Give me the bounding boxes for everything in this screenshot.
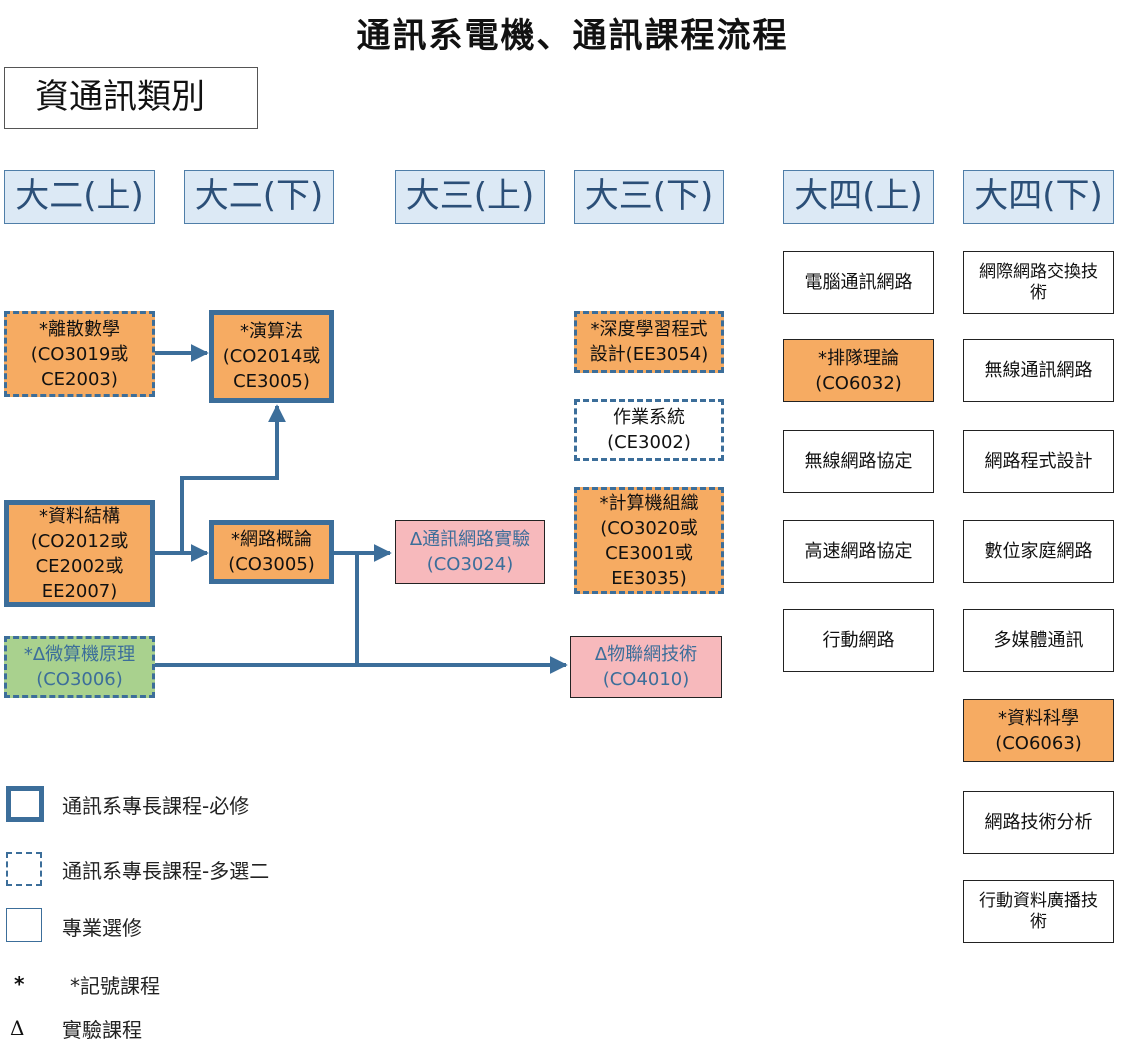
legend-choose-two-label: 通訊系專長課程-多選二 — [62, 859, 270, 883]
category-label: 資通訊類別 — [4, 67, 258, 129]
course-senior-spring-7: 網路技術分析 — [963, 791, 1114, 854]
course-operating-systems: 作業系統 (CE3002) — [574, 399, 724, 461]
course-senior-fall-2: *排隊理論 (CO6032) — [783, 339, 934, 402]
course-senior-fall-4: 高速網路協定 — [783, 520, 934, 583]
course-senior-spring-5: 多媒體通訊 — [963, 609, 1114, 672]
legend-delta-symbol: Δ — [10, 1016, 25, 1040]
course-microcomputer: *Δ微算機原理 (CO3006) — [4, 636, 155, 698]
course-network-lab: Δ通訊網路實驗 (CO3024) — [395, 520, 545, 584]
semester-header-junior-spring: 大三(下) — [574, 170, 724, 224]
course-senior-spring-8: 行動資料廣播技 術 — [963, 880, 1114, 943]
semester-header-senior-spring: 大四(下) — [963, 170, 1114, 224]
course-network-intro: *網路概論 (CO3005) — [209, 520, 334, 584]
course-senior-spring-1: 網際網路交換技 術 — [963, 251, 1114, 314]
course-senior-fall-5: 行動網路 — [783, 609, 934, 672]
course-data-structures: *資料結構 (CO2012或 CE2002或 EE2007) — [4, 500, 155, 607]
course-senior-fall-1: 電腦通訊網路 — [783, 251, 934, 314]
course-senior-spring-2: 無線通訊網路 — [963, 339, 1114, 402]
semester-header-senior-fall: 大四(上) — [783, 170, 934, 224]
course-senior-fall-3: 無線網路協定 — [783, 430, 934, 493]
course-deep-learning: *深度學習程式 設計(EE3054) — [574, 311, 724, 373]
course-discrete-math: *離散數學 (CO3019或 CE2003) — [4, 311, 155, 397]
legend-lab-label: 實驗課程 — [62, 1018, 142, 1042]
legend-swatch-elective — [6, 908, 42, 942]
legend-swatch-choose-two — [6, 852, 42, 886]
course-computer-organization: *計算機組織 (CO3020或 CE3001或 EE3035) — [574, 487, 724, 594]
legend-elective-label: 專業選修 — [62, 916, 142, 940]
semester-header-sophomore-spring: 大二(下) — [184, 170, 334, 224]
semester-header-junior-fall: 大三(上) — [395, 170, 545, 224]
course-algorithms: *演算法 (CO2014或 CE3005) — [209, 310, 334, 403]
legend-star-symbol: * — [14, 972, 25, 996]
page-title: 通訊系電機、通訊課程流程 — [356, 16, 789, 56]
legend-star-label: *記號課程 — [70, 974, 160, 998]
semester-header-sophomore-fall: 大二(上) — [4, 170, 155, 224]
course-senior-spring-3: 網路程式設計 — [963, 430, 1114, 493]
course-senior-spring-6: *資料科學 (CO6063) — [963, 699, 1114, 762]
legend-swatch-required — [6, 786, 44, 822]
legend-required-label: 通訊系專長課程-必修 — [62, 794, 250, 818]
course-iot: Δ物聯網技術 (CO4010) — [570, 636, 722, 698]
course-senior-spring-4: 數位家庭網路 — [963, 520, 1114, 583]
